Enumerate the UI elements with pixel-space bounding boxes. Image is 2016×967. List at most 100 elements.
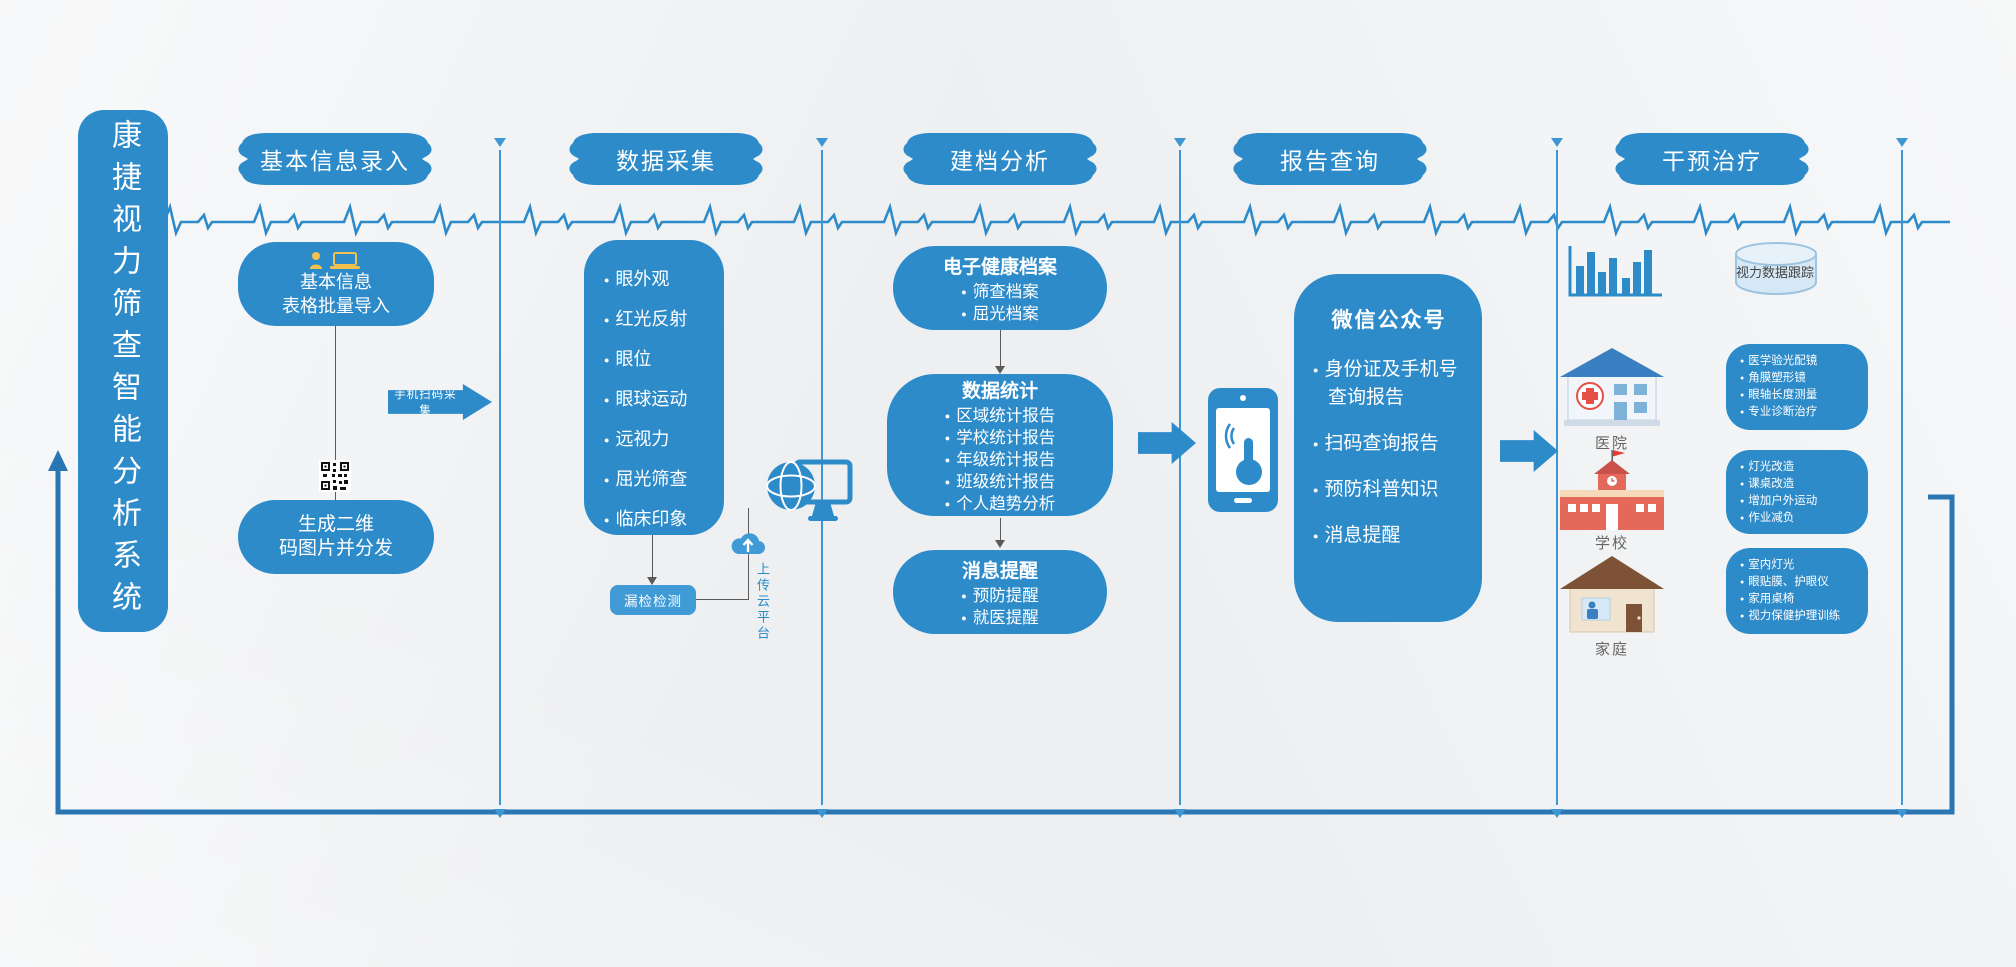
list-item: 扫码查询报告 [1313, 430, 1465, 458]
connector-import-to-qr [335, 326, 336, 500]
list-item: 就医提醒 [961, 607, 1039, 629]
column-header-archive: 建档分析 [894, 128, 1106, 190]
notify-card-list: 预防提醒 就医提醒 [961, 585, 1039, 629]
separator-line-1 [494, 138, 506, 818]
home-icon [1560, 556, 1664, 633]
stats-card-list: 区域统计报告 学校统计报告 年级统计报告 班级统计报告 个人趋势分析 [945, 405, 1055, 515]
notify-card-title: 消息提醒 [961, 560, 1038, 582]
column-header-label: 基本信息录入 [260, 148, 410, 174]
home-items-box: 室内灯光 眼贴膜、护眼仪 家用桌椅 视力保健护理训练 [1726, 548, 1868, 634]
list-item: 眼贴膜、护眼仪 [1740, 574, 1858, 591]
column-header-report-query: 报告查询 [1224, 128, 1436, 190]
badge-shape [569, 133, 763, 185]
stats-card-title: 数据统计 [961, 380, 1038, 402]
list-item: 筛查档案 [961, 281, 1039, 303]
connector-list-to-misscheck [652, 535, 653, 579]
notify-card: 消息提醒 预防提醒 就医提醒 [893, 550, 1107, 634]
connector-ehr-to-stats [1000, 330, 1001, 368]
separator-line-4 [1551, 138, 1563, 818]
generate-qr-line1: 生成二维 [297, 514, 374, 535]
data-collect-list-box: 眼外观 红光反射 眼位 眼球运动 远视力 屈光筛查 临床印象 [584, 240, 724, 535]
badge-shape [1233, 133, 1427, 185]
phone-touch-icon [1208, 388, 1278, 512]
qr-code-icon [319, 460, 351, 492]
list-item: 医学验光配镜 [1740, 353, 1858, 370]
column-header-label: 建档分析 [950, 148, 1050, 174]
batch-import-line1: 基本信息 [300, 272, 372, 292]
list-item: 作业减负 [1740, 510, 1858, 527]
home-label: 家庭 [1594, 641, 1629, 658]
ehr-card-title: 电子健康档案 [942, 256, 1057, 278]
bar-chart-icon [1568, 246, 1662, 297]
miss-check-box: 漏检检测 [610, 585, 696, 615]
miss-check-label: 漏检检测 [624, 594, 682, 609]
separator-line-2 [816, 138, 828, 818]
scan-collect-arrow: 手机扫码采集 [388, 384, 492, 420]
wechat-card-title: 微信公众号 [1331, 309, 1447, 332]
list-item: 远视力 [604, 420, 724, 460]
list-item: 屈光筛查 [604, 460, 724, 500]
arrowhead-down [647, 577, 657, 585]
wechat-card: 微信公众号 身份证及手机号查询报告 扫码查询报告 预防科普知识 消息提醒 [1294, 274, 1482, 622]
batch-import-line2: 表格批量导入 [282, 296, 390, 316]
wechat-card-list: 身份证及手机号查询报告 扫码查询报告 预防科普知识 消息提醒 [1313, 356, 1465, 550]
cloud-upload-icon [731, 533, 766, 555]
database-icon [1735, 242, 1817, 295]
data-collect-list: 眼外观 红光反射 眼位 眼球运动 远视力 屈光筛查 临床印象 [604, 260, 724, 540]
ehr-card-list: 筛查档案 屈光档案 [961, 281, 1039, 325]
column-header-label: 干预治疗 [1662, 148, 1762, 174]
flow-arrow-to-intervention-icon [1500, 430, 1558, 472]
list-item: 眼外观 [604, 260, 724, 300]
list-item: 学校统计报告 [945, 427, 1055, 449]
separator-line-5 [1896, 138, 1908, 818]
hospital-icon [1560, 348, 1664, 426]
arrowhead-down [995, 366, 1005, 374]
list-item: 视力保健护理训练 [1740, 608, 1858, 625]
badge-shape [1615, 133, 1809, 185]
vision-data-tracking-label: 视力数据跟踪 [1735, 265, 1814, 280]
list-item: 课桌改造 [1740, 476, 1858, 493]
generate-qr-line2: 码图片并分发 [278, 538, 393, 559]
scan-collect-label: 手机扫码采集 [394, 389, 457, 417]
badge-shape [903, 133, 1097, 185]
list-item: 红光反射 [604, 300, 724, 340]
upload-cloud-label: 上传云平台 [755, 562, 770, 642]
list-item: 预防科普知识 [1313, 476, 1465, 504]
hospital-items-list: 医学验光配镜 角膜塑形镜 眼轴长度测量 专业诊断治疗 [1740, 353, 1858, 421]
flow-arrow-to-phone-icon [1138, 422, 1196, 464]
hospital-items-box: 医学验光配镜 角膜塑形镜 眼轴长度测量 专业诊断治疗 [1726, 344, 1868, 430]
separator-line-3 [1174, 138, 1186, 818]
list-item: 角膜塑形镜 [1740, 370, 1858, 387]
list-item: 眼轴长度测量 [1740, 387, 1858, 404]
list-item: 灯光改造 [1740, 459, 1858, 476]
list-item: 身份证及手机号查询报告 [1313, 356, 1465, 412]
arrowhead-down [995, 540, 1005, 548]
home-items-list: 室内灯光 眼贴膜、护眼仪 家用桌椅 视力保健护理训练 [1740, 557, 1858, 625]
column-header-label: 数据采集 [616, 148, 716, 174]
column-header-data-collect: 数据采集 [560, 128, 772, 190]
list-item: 临床印象 [604, 500, 724, 540]
school-items-box: 灯光改造 课桌改造 增加户外运动 作业减负 [1726, 450, 1868, 534]
ekg-line [150, 196, 1950, 240]
connector-misscheck-horizontal [696, 599, 748, 600]
list-item: 班级统计报告 [945, 471, 1055, 493]
list-item: 专业诊断治疗 [1740, 404, 1858, 421]
list-item: 室内灯光 [1740, 557, 1858, 574]
list-item: 年级统计报告 [945, 449, 1055, 471]
list-item: 增加户外运动 [1740, 493, 1858, 510]
globe-monitor-icon [766, 459, 853, 521]
stats-card: 数据统计 区域统计报告 学校统计报告 年级统计报告 班级统计报告 个人趋势分析 [887, 374, 1113, 516]
column-header-label: 报告查询 [1280, 148, 1380, 174]
person-laptop-icon [310, 252, 360, 269]
generate-qr-box: 生成二维 码图片并分发 [238, 500, 434, 574]
system-title: 康捷视力筛查智能分析系统 [107, 119, 140, 623]
ehr-card: 电子健康档案 筛查档案 屈光档案 [893, 246, 1107, 330]
list-item: 家用桌椅 [1740, 591, 1858, 608]
list-item: 屈光档案 [961, 303, 1039, 325]
list-item: 眼位 [604, 340, 724, 380]
batch-import-box: 基本信息 表格批量导入 [238, 242, 434, 326]
school-icon [1560, 450, 1664, 530]
list-item: 区域统计报告 [945, 405, 1055, 427]
badge-shape [238, 133, 432, 185]
